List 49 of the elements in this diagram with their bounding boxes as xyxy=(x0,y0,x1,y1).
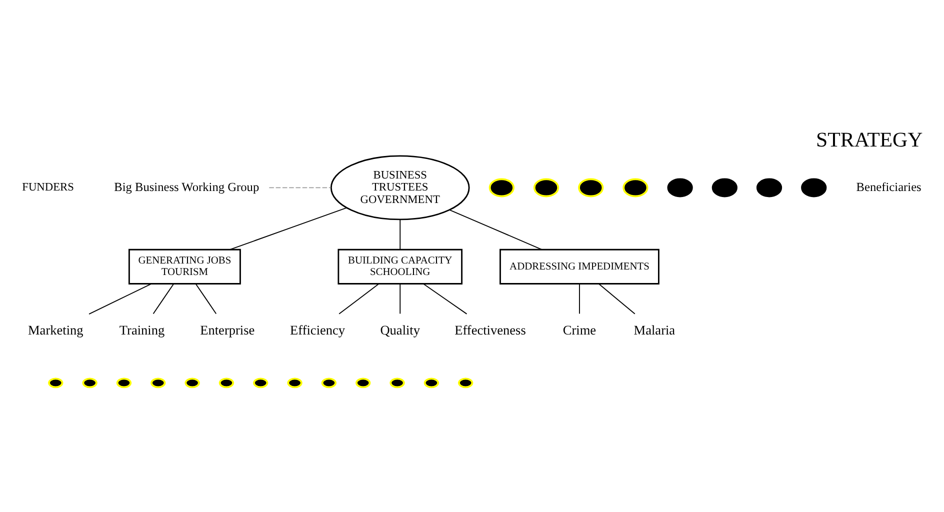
node-circle xyxy=(184,377,200,388)
connector xyxy=(195,283,217,314)
node-ellipse: BUSINESS TRUSTEES GOVERNMENT xyxy=(330,154,470,220)
diagram-title: STRATEGY xyxy=(816,126,923,151)
label: FUNDERS xyxy=(22,181,74,194)
node-circle xyxy=(533,178,560,197)
node-text: Enterprise xyxy=(200,322,255,338)
connector xyxy=(229,206,348,250)
node-circle xyxy=(458,377,474,388)
node-circle xyxy=(756,178,782,197)
node-circle xyxy=(218,377,234,388)
node-circle xyxy=(82,377,98,388)
node-circle xyxy=(287,377,302,388)
node-circle xyxy=(48,377,64,388)
node-circle xyxy=(712,178,738,197)
label: Beneficiaries xyxy=(856,179,922,194)
node-circle xyxy=(356,377,371,388)
connector xyxy=(579,283,580,314)
node-circle xyxy=(150,377,166,388)
node-circle xyxy=(424,377,440,388)
node-circle xyxy=(667,178,693,197)
node-circle xyxy=(801,178,827,197)
node-circle xyxy=(488,178,514,197)
connector xyxy=(400,283,401,314)
node-circle xyxy=(390,377,405,388)
node-box: ADDRESSING IMPEDIMENTS xyxy=(500,248,660,284)
node-circle xyxy=(321,377,337,388)
connector xyxy=(400,218,401,250)
connector xyxy=(338,283,379,314)
node-text: Effectiveness xyxy=(454,322,526,338)
node-text: Marketing xyxy=(28,322,84,338)
node-text: Malaria xyxy=(634,322,676,338)
node-text: Big Business Working Group xyxy=(114,179,260,194)
connector xyxy=(268,186,332,188)
node-box: GENERATING JOBS TOURISM xyxy=(128,248,241,284)
node-circle xyxy=(116,377,132,388)
node-box: BUILDING CAPACITY SCHOOLING xyxy=(338,248,463,284)
node-text: Efficiency xyxy=(290,322,346,338)
node-circle xyxy=(622,178,648,197)
node-text: Training xyxy=(119,322,165,338)
node-text: Quality xyxy=(380,322,420,338)
connector xyxy=(152,283,174,314)
node-text: Crime xyxy=(562,322,596,338)
node-circle xyxy=(578,178,604,197)
node-circle xyxy=(253,377,268,388)
connector xyxy=(449,208,542,250)
connector xyxy=(88,282,152,314)
connector xyxy=(598,283,636,314)
connector xyxy=(423,283,468,314)
